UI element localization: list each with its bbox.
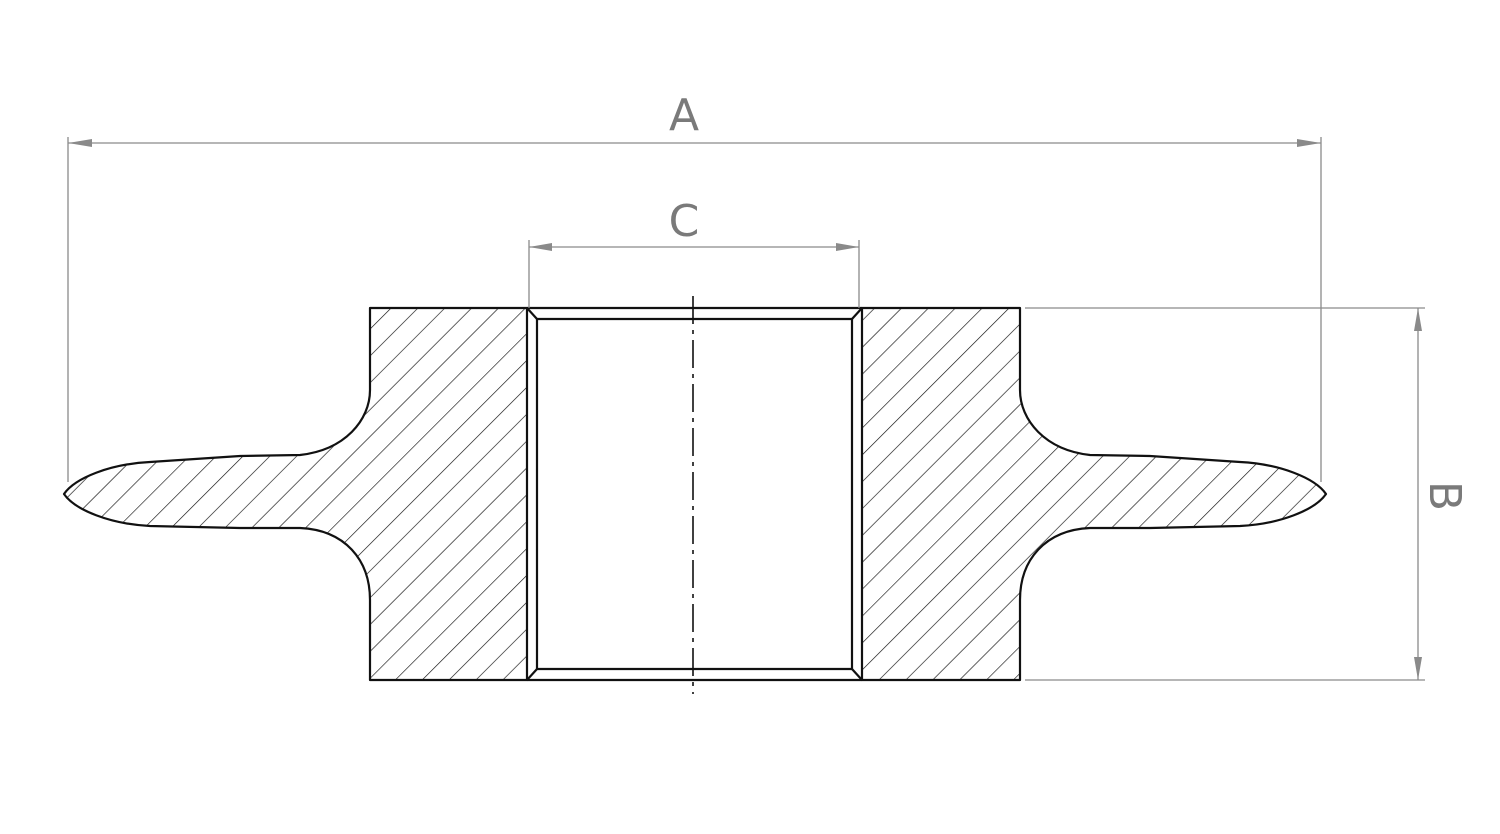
left-section — [62, 306, 529, 682]
dimension-c: C — [528, 196, 860, 308]
bore — [526, 306, 863, 682]
dimension-a-label: A — [669, 90, 699, 141]
dimension-a: A — [67, 90, 1322, 482]
dimension-c-label: C — [669, 196, 700, 247]
right-section — [860, 306, 1328, 682]
dimension-b-label: B — [1419, 481, 1470, 511]
dimension-b: B — [1025, 307, 1470, 681]
